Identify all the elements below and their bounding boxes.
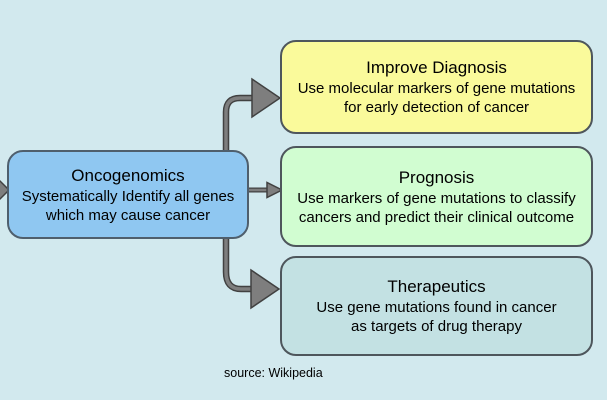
therapeutics-title: Therapeutics: [387, 277, 486, 296]
curved-arrow-top-icon: [222, 77, 282, 153]
oncogenomics-title: Oncogenomics: [71, 165, 185, 185]
improve-diagnosis-title: Improve Diagnosis: [366, 58, 507, 77]
prognosis-description-line2: cancers and predict their clinical outco…: [298, 208, 575, 226]
improve-diagnosis-description-line1: Use molecular markers of gene mutations: [297, 80, 576, 97]
prognosis-box: Prognosis Use markers of gene mutations …: [280, 146, 593, 247]
oncogenomics-box: Oncogenomics Systematically Identify all…: [7, 150, 249, 239]
therapeutics-description-line1: Use gene mutations found in cancer: [316, 299, 557, 316]
therapeutics-box: Therapeutics Use gene mutations found in…: [280, 256, 593, 356]
prognosis-description-line1: Use markers of gene mutations to classif…: [297, 189, 576, 207]
prognosis-title: Prognosis: [398, 167, 475, 187]
arrow-right-icon: [249, 181, 284, 199]
improve-diagnosis-box: Improve Diagnosis Use molecular markers …: [280, 40, 593, 134]
therapeutics-description-line2: as targets of drug therapy: [351, 318, 522, 335]
source-caption: source: Wikipedia: [224, 366, 323, 380]
improve-diagnosis-description-line2: for early detection of cancer: [343, 99, 530, 116]
oncogenomics-description-line2: which may cause cancer: [45, 206, 211, 224]
oncogenomics-description-line1: Systematically Identify all genes: [21, 187, 235, 205]
curved-arrow-bottom-icon: [222, 236, 281, 310]
